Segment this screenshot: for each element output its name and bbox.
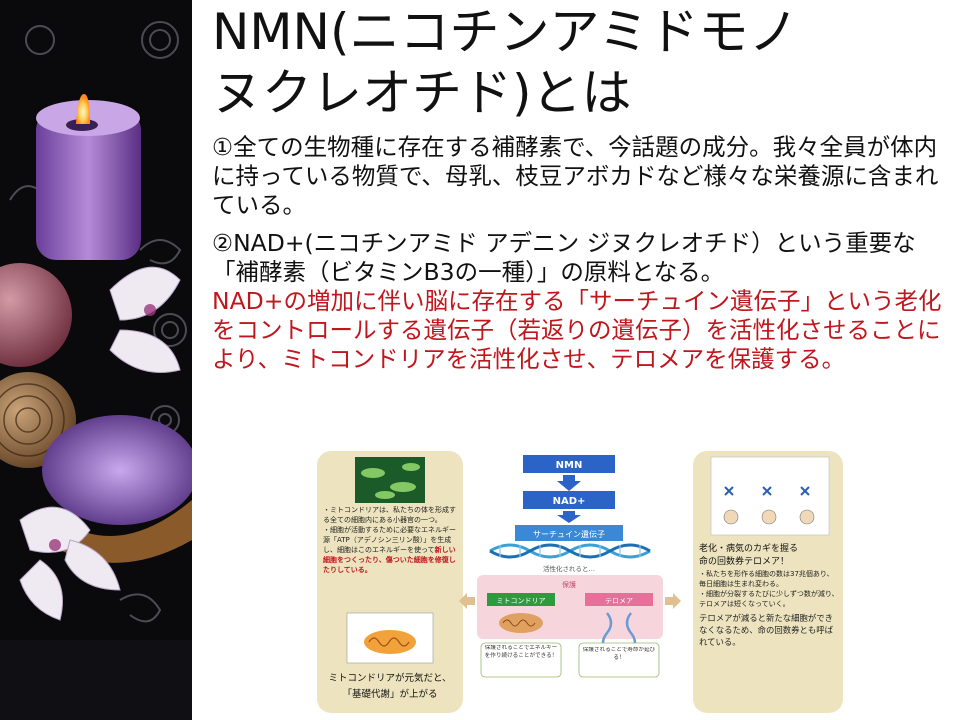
left-panel-text-2: ・細胞が活動するために必要なエネルギー源「ATP（アデノシン三リン酸）」を生成し… — [323, 526, 456, 554]
left-caption-line-1: ミトコンドリアが元気だと、 — [328, 672, 451, 684]
right-panel-text-3: テロメアが減ると新たな細胞ができなくなるため、命の回数券とも呼ばれている。 — [699, 613, 833, 647]
highlight-text: NAD+の増加に伴い脳に存在する「サーチュイン遺伝子」という老化をコントロールす… — [212, 287, 942, 373]
nmn-infographic: ・ミトコンドリアは、私たちの体を形成する全ての細胞内にある小器官の一つ。 ・細胞… — [315, 447, 845, 715]
mitochondria-result-box — [480, 642, 562, 678]
nmn-box — [523, 455, 615, 473]
point-1: ①全ての生物種に存在する補酵素で、今話題の成分。我々全員が体内に持っている物質で… — [212, 133, 939, 219]
sirtuin-box — [515, 525, 623, 541]
activated-label: 活性化されると… — [543, 564, 595, 573]
left-caption-line-2: 「基礎代謝」が上がる — [342, 688, 437, 700]
protect-label: 保護 — [562, 580, 576, 589]
left-panel-text-2-red: 新しい細胞をつくったり、傷ついた細胞を修復したりしている。 — [323, 546, 456, 574]
telomere-result-box — [578, 642, 660, 678]
telomere-label-box — [585, 593, 653, 606]
left-panel-text-1: ・ミトコンドリアは、私たちの体を形成する全ての細胞内にある小器官の一つ。 — [323, 506, 456, 524]
left-panel: ・ミトコンドリアは、私たちの体を形成する全ての細胞内にある小器官の一つ。 ・細胞… — [317, 451, 463, 713]
nad-box — [523, 491, 615, 509]
nad-label: NAD+ — [553, 496, 586, 507]
slide-title: NMN(ニコチンアミドモノ ヌクレオチド)とは — [212, 2, 952, 124]
nmn-label: NMN — [556, 460, 583, 471]
point-2: ②NAD+(ニコチンアミド アデニン ジヌクレオチド）という重要な「補酵素（ビタ… — [212, 229, 916, 286]
telomere-result-text: 保護されることで寿命が延びる！ — [582, 647, 656, 661]
title-line-1: NMN(ニコチンアミドモノ — [212, 3, 799, 61]
mitochondria-label: ミトコンドリア — [497, 597, 546, 605]
sirtuin-label: サーチュイン遺伝子 — [533, 529, 605, 539]
arrow-down-icon — [557, 511, 581, 523]
right-heading-line-1: 老化・病気のカギを握る — [699, 542, 798, 554]
right-panel: 老化・病気のカギを握る 命の回数券テロメア！ ・私たちを形作る細胞の数は37兆個… — [693, 451, 843, 713]
right-panel-text-2: ・細胞が分裂するたびに少しずつ数が減り、テロメアは短くなっていく。 — [699, 590, 839, 608]
arrow-right-icon — [665, 593, 681, 609]
mitochondria-result-text: 保護されることでエネルギーを作り続けることができる！ — [484, 645, 558, 659]
right-panel-text-1: ・私たちを形作る細胞の数は37兆個あり、毎日細胞は生まれ変わる。 — [699, 570, 834, 588]
dna-icon — [489, 543, 651, 559]
center-flow: NMN NAD+ サーチュイン遺伝子 活性化されると… 保護 — [459, 455, 681, 678]
mitochondria-icon — [499, 613, 543, 633]
arrow-left-icon — [459, 593, 475, 609]
slide-body: ①全ての生物種に存在する補酵素で、今話題の成分。我々全員が体内に持っている物質で… — [212, 133, 952, 374]
telomere-label: テロメア — [605, 597, 633, 605]
decorative-photo — [0, 0, 192, 720]
title-line-2: ヌクレオチド)とは — [212, 64, 632, 122]
mitochondria-label-box — [487, 593, 555, 606]
right-heading-line-2: 命の回数券テロメア！ — [699, 555, 789, 567]
arrow-down-icon — [557, 475, 581, 491]
